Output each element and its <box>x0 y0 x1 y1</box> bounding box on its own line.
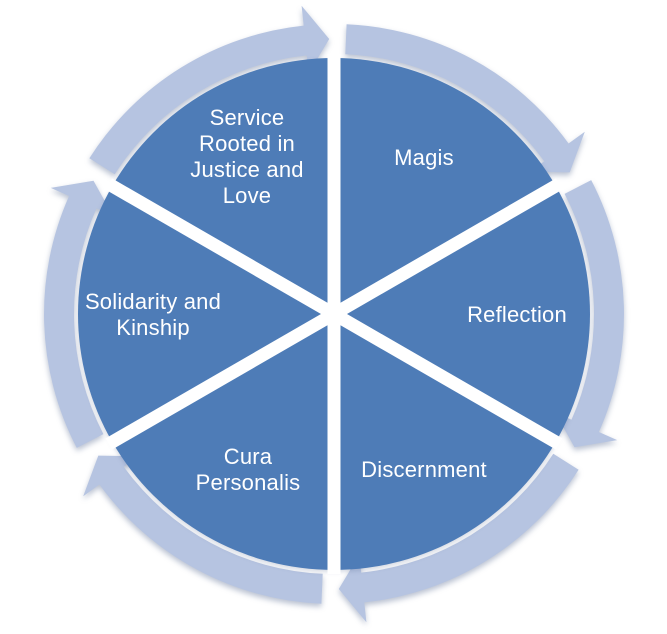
segment-separator <box>105 308 338 450</box>
cycle-arrow-icon <box>44 180 113 448</box>
cycle-arrow-icon <box>83 455 323 604</box>
cycle-arrow-icon <box>338 453 579 623</box>
cycle-arrow-icon <box>89 5 330 175</box>
segment-label-service-rooted-in-justice-and-love: Service Rooted in Justice and Love <box>190 105 304 208</box>
pie-segment-service-rooted-in-justice-and-love <box>112 58 334 314</box>
cycle-arrow-icon <box>555 180 624 448</box>
segment-separator <box>330 178 563 320</box>
pie-segment-solidarity-and-kinship <box>78 186 334 442</box>
segment-label-discernment: Discernment <box>361 457 487 482</box>
cycle-arrow-icon <box>345 24 585 173</box>
segment-label-reflection: Reflection <box>467 302 567 327</box>
segment-separator <box>105 178 338 320</box>
segment-label-solidarity-and-kinship: Solidarity and Kinship <box>84 289 222 340</box>
segment-label-cura-personalis: Cura Personalis <box>195 444 301 495</box>
segment-separator <box>330 308 563 450</box>
pie-segment-cura-personalis <box>112 314 334 570</box>
pie-segment-reflection <box>334 186 590 442</box>
pie-segment-magis <box>334 58 556 314</box>
pie-segment-discernment <box>334 314 556 570</box>
segment-label-magis: Magis <box>394 145 454 170</box>
